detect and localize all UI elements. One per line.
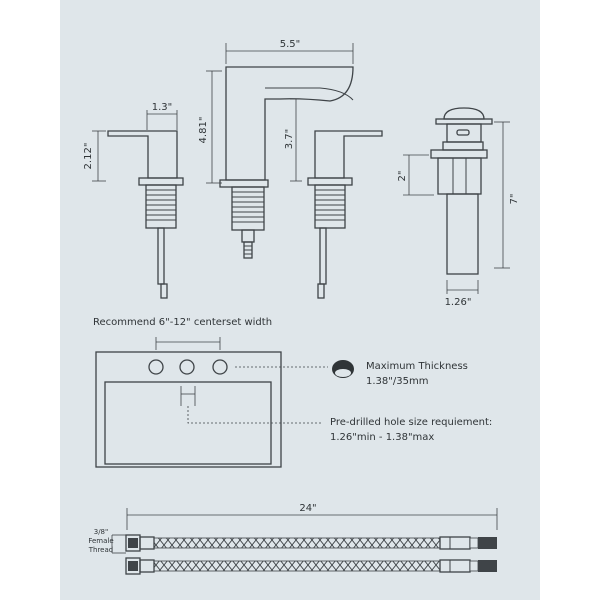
hose-lower (125, 557, 497, 575)
sink-hole-left (148, 359, 164, 375)
sink-hole-center (179, 359, 195, 375)
hose-length-label: 24" (299, 503, 316, 514)
sink-outline (95, 351, 282, 468)
hose-dims: 24" (126, 503, 498, 530)
left-handle-dims: 1.3" 2.12" (83, 102, 178, 182)
hole-size-title: Pre-drilled hole size requiement: (330, 417, 492, 428)
spout-width-label: 5.5" (280, 39, 301, 50)
spec-panel (60, 0, 540, 600)
sink-hole-right (212, 359, 228, 375)
spout-dims: 5.5" 4.81" 3.7" (198, 39, 354, 184)
thickness-icon (332, 360, 354, 378)
hole-size-value: 1.26"min - 1.38"max (330, 432, 434, 443)
thickness-value: 1.38"/35mm (366, 376, 428, 387)
drain-diameter-label: 1.26" (445, 297, 472, 308)
spout (219, 66, 354, 259)
drain-upper-label: 2" (397, 171, 408, 182)
left-handle (107, 130, 184, 299)
handle-height-label: 2.12" (83, 143, 94, 170)
sink-dims (155, 337, 328, 424)
hose-thread-label-3: Thread (88, 546, 113, 554)
handle-width-label: 1.3" (152, 102, 173, 113)
centerset-note: Recommend 6"-12" centerset width (93, 317, 272, 328)
hose-thread-label-2: Female (88, 537, 113, 545)
pop-up-drain (430, 107, 493, 275)
faucet-height-label: 4.81" (198, 117, 209, 144)
hose-thread-label-1: 3/8" (94, 528, 109, 536)
drain-total-label: 7" (509, 194, 520, 205)
spout-height-label: 3.7" (284, 129, 295, 150)
hose-upper (125, 534, 497, 552)
drain-dims: 2" 7" 1.26" (397, 121, 520, 308)
thickness-title: Maximum Thickness (366, 361, 468, 372)
right-handle (307, 130, 383, 299)
